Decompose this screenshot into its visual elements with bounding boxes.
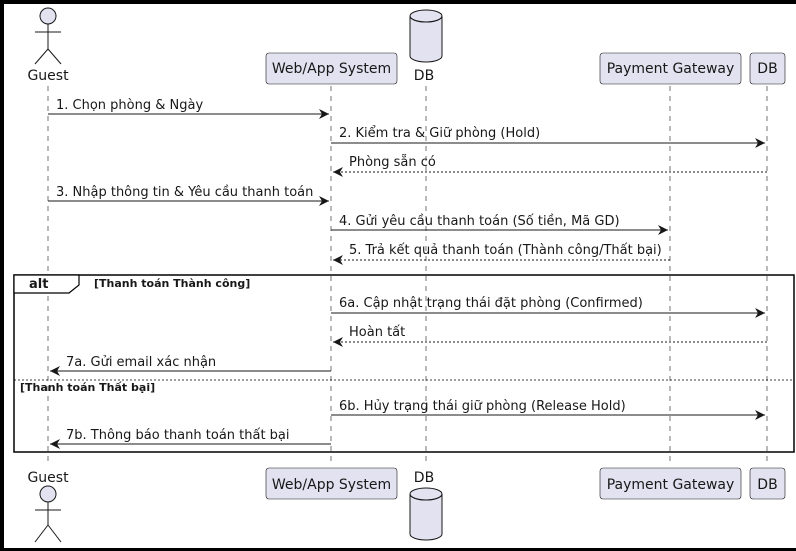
alt-fragment: alt [Thanh toán Thành công] [Thanh toán …: [13, 274, 795, 453]
message-2-label: 2. Kiểm tra & Giữ phòng (Hold): [339, 126, 540, 141]
participant-db-cylinder-label: DB: [414, 68, 434, 84]
actor-leg-left-icon: [34, 524, 49, 543]
message-3-label: Phòng sẵn có: [349, 155, 436, 170]
database-cylinder-icon[interactable]: [409, 487, 443, 541]
message-7-label: 6a. Cập nhật trạng thái đặt phòng (Confi…: [339, 296, 643, 311]
participant-system-label-bottom: Web/App System: [272, 477, 391, 493]
alt-guard-success: [Thanh toán Thành công]: [94, 277, 250, 290]
participants-bottom: Guest Web/App System DB Payment Gateway …: [27, 467, 786, 543]
alt-keyword: alt: [29, 277, 48, 292]
message-5: 4. Gửi yêu cầu thanh toán (Số tiền, Mã G…: [331, 214, 668, 235]
message-3: Phòng sẵn có: [333, 155, 767, 177]
alt-frame: [13, 274, 795, 453]
participant-db-box[interactable]: [749, 52, 786, 85]
alt-tab: [13, 274, 80, 294]
message-10: 6b. Hủy trạng thái giữ phòng (Release Ho…: [331, 399, 765, 420]
message-1: 1. Chọn phòng & Ngày: [48, 98, 329, 119]
message-4: 3. Nhập thông tin & Yêu cầu thanh toán: [48, 185, 329, 206]
participant-system-label: Web/App System: [272, 61, 391, 77]
actor-guest-bottom[interactable]: [34, 485, 62, 543]
actor-leg-left-icon: [34, 48, 49, 65]
actor-leg-right-icon: [47, 48, 62, 65]
sequence-diagram: Guest Web/App System DB Payment Gateway …: [4, 4, 796, 548]
alt-guard-failure: [Thanh toán Thất bại]: [20, 381, 155, 394]
actor-guest-label-bottom: Guest: [27, 470, 69, 486]
message-7: 6a. Cập nhật trạng thái đặt phòng (Confi…: [331, 296, 765, 318]
message-9: 7a. Gửi email xác nhận: [50, 355, 331, 376]
actor-guest-top[interactable]: [34, 7, 62, 65]
participant-system-box-bottom[interactable]: [265, 467, 398, 500]
message-11: 7b. Thông báo thanh toán thất bại: [50, 428, 331, 449]
message-8: Hoàn tất: [333, 325, 767, 347]
actor-head-icon: [39, 7, 57, 25]
message-9-label: 7a. Gửi email xác nhận: [66, 355, 216, 370]
message-11-label: 7b. Thông báo thanh toán thất bại: [66, 428, 290, 443]
participants-top: Guest Web/App System DB Payment Gateway …: [27, 7, 786, 85]
message-5-label: 4. Gửi yêu cầu thanh toán (Số tiền, Mã G…: [339, 214, 620, 229]
message-8-label: Hoàn tất: [349, 325, 405, 340]
participant-gateway-box[interactable]: [599, 52, 742, 85]
message-2: 2. Kiểm tra & Giữ phòng (Hold): [331, 126, 765, 148]
messages: 1. Chọn phòng & Ngày 2. Kiểm tra & Giữ p…: [48, 98, 767, 449]
message-6: 5. Trả kết quả thanh toán (Thành công/Th…: [333, 243, 670, 265]
message-4-label: 3. Nhập thông tin & Yêu cầu thanh toán: [56, 185, 313, 200]
message-1-label: 1. Chọn phòng & Ngày: [56, 98, 203, 113]
message-10-label: 6b. Hủy trạng thái giữ phòng (Release Ho…: [339, 399, 626, 414]
actor-head-icon: [39, 485, 57, 503]
participant-db-box-label: DB: [757, 61, 777, 77]
participant-db-box-bottom[interactable]: [749, 467, 786, 500]
participant-gateway-label: Payment Gateway: [607, 61, 735, 77]
message-6-label: 5. Trả kết quả thanh toán (Thành công/Th…: [349, 243, 662, 258]
actor-guest-label: Guest: [27, 68, 69, 84]
participant-gateway-label-bottom: Payment Gateway: [607, 477, 735, 493]
participant-gateway-box-bottom[interactable]: [599, 467, 742, 500]
participant-db-box-label-bottom: DB: [757, 477, 777, 493]
participant-system-box[interactable]: [265, 52, 398, 85]
actor-leg-right-icon: [47, 524, 62, 543]
database-cylinder-icon[interactable]: [409, 9, 443, 63]
participant-db-cylinder-label-bottom: DB: [414, 470, 434, 486]
